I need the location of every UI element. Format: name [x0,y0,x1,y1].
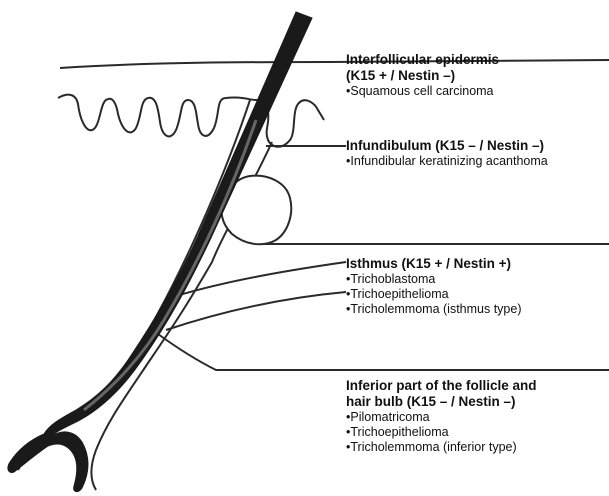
region-title: Infundibulum (K15 – / Nestin –) [346,138,548,154]
pointer-inferior [158,334,609,370]
region-title: Isthmus (K15 + / Nestin +) [346,256,522,272]
region-title: Inferior part of the follicle and [346,378,537,394]
skin-surface-line [60,60,609,68]
tumor-item: Infundibular keratinizing acanthoma [346,154,548,169]
epidermis-rete-ridges [58,95,324,147]
label-infundibulum: Infundibulum (K15 – / Nestin –) Infundib… [346,138,548,169]
tumor-item: Trichoepithelioma [346,287,522,302]
tumor-item: Trichoepithelioma [346,425,537,440]
tumor-item: Tricholemmoma (isthmus type) [346,302,522,317]
isthmus-projection-lower [166,292,346,330]
hair-bulb [8,432,88,492]
label-inferior-follicle: Inferior part of the follicle and hair b… [346,378,537,455]
label-isthmus: Isthmus (K15 + / Nestin +) Trichoblastom… [346,256,522,317]
region-title: hair bulb (K15 – / Nestin –) [346,394,537,410]
tumor-item: Trichoblastoma [346,272,522,287]
region-title: Interfollicular epidermis [346,52,499,68]
label-interfollicular-epidermis: Interfollicular epidermis (K15 + / Nesti… [346,52,499,99]
tumor-item: Pilomatricoma [346,410,537,425]
tumor-item: Squamous cell carcinoma [346,84,499,99]
region-title: (K15 + / Nestin –) [346,68,499,84]
tumor-item: Tricholemmoma (inferior type) [346,440,537,455]
